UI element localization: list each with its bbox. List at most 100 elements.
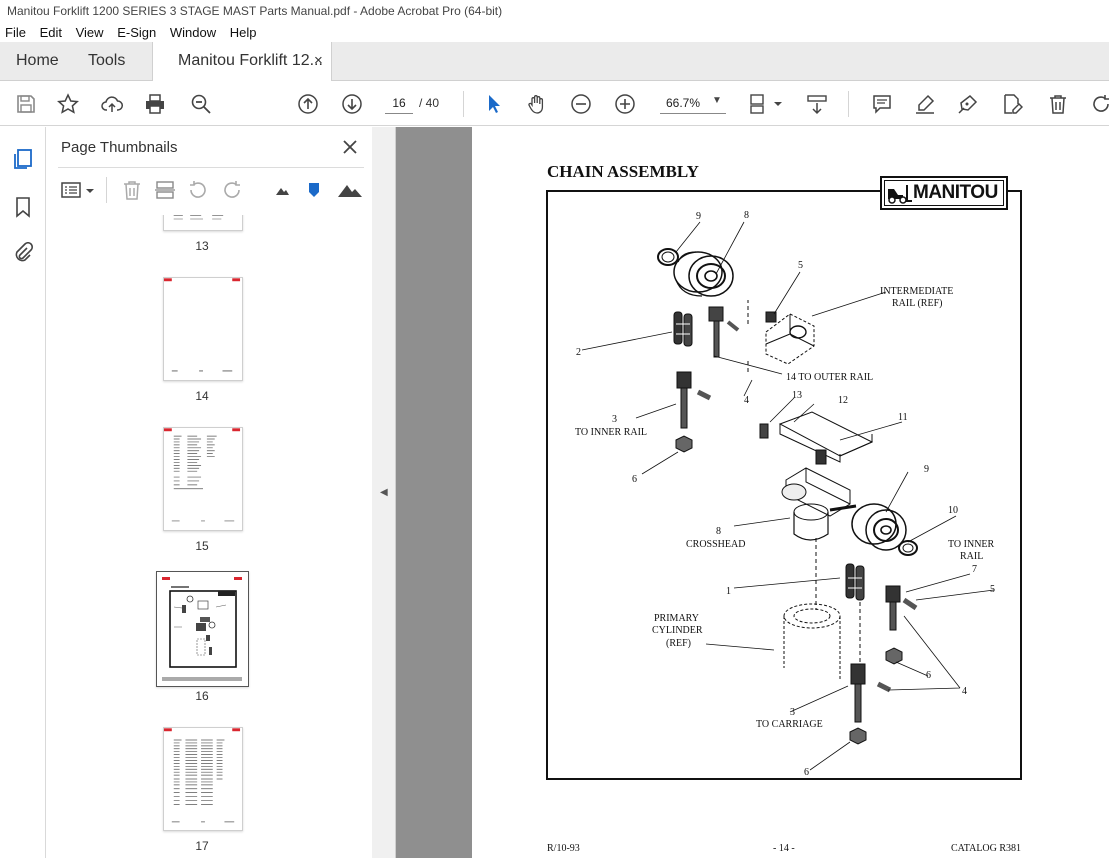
callout-3: 3 bbox=[612, 414, 617, 425]
highlight-pen-icon[interactable] bbox=[912, 91, 938, 117]
snap-ring-lower-part bbox=[898, 540, 918, 556]
rotate-icon[interactable] bbox=[1088, 91, 1109, 117]
logo-text: MANITOU bbox=[913, 182, 998, 203]
scroll-mode-icon[interactable] bbox=[804, 91, 830, 117]
thumbnail-size-small-icon[interactable] bbox=[270, 178, 294, 202]
label-intermediate: INTERMEDIATE bbox=[880, 286, 953, 297]
close-icon[interactable] bbox=[340, 137, 360, 157]
tab-bar: Home Tools Manitou Forklift 12... × bbox=[0, 42, 1109, 82]
callout-1: 1 bbox=[726, 586, 731, 597]
thumbnail-page-15[interactable] bbox=[163, 427, 243, 531]
callout-12: 12 bbox=[838, 395, 848, 406]
panel-collapse-handle[interactable]: ◀ bbox=[372, 127, 396, 858]
callout-11: 11 bbox=[898, 412, 908, 423]
forklift-logo-icon bbox=[888, 185, 912, 204]
menu-help[interactable]: Help bbox=[229, 25, 257, 40]
callout-7: 7 bbox=[972, 564, 977, 575]
thumbnail-size-large-icon[interactable] bbox=[336, 178, 364, 202]
print-icon[interactable] bbox=[142, 91, 168, 117]
toolbar: 16 / 40 66.7% ▼ bbox=[0, 81, 1109, 126]
delete-page-icon[interactable] bbox=[120, 178, 144, 202]
tools-divider bbox=[106, 177, 107, 203]
page-total: / 40 bbox=[419, 96, 440, 110]
rotate-right-icon[interactable] bbox=[220, 178, 244, 202]
chevron-down-icon: ▼ bbox=[712, 95, 722, 106]
select-cursor-icon[interactable] bbox=[481, 91, 507, 117]
tab-document[interactable]: Manitou Forklift 12... × bbox=[152, 42, 332, 82]
label-to-carriage: TO CARRIAGE bbox=[756, 719, 823, 730]
callout-5-lower: 5 bbox=[990, 584, 995, 595]
anchor-bolt-part bbox=[708, 306, 740, 358]
menu-window[interactable]: Window bbox=[169, 25, 217, 40]
manitou-logo: MANITOU bbox=[880, 176, 1008, 210]
zoom-search-icon[interactable] bbox=[188, 91, 214, 117]
zoom-level-select[interactable]: 66.7% ▼ bbox=[660, 92, 726, 114]
previous-page-icon[interactable] bbox=[295, 91, 321, 117]
callout-3-lower: 3 bbox=[790, 707, 795, 718]
rotate-left-icon[interactable] bbox=[186, 178, 210, 202]
thumbnail-label: 14 bbox=[195, 389, 209, 403]
thumbnail-label: 16 bbox=[195, 689, 209, 703]
toolbar-divider bbox=[463, 91, 464, 117]
footer-catalog: CATALOG R381 bbox=[951, 843, 1022, 854]
primary-cylinder-part bbox=[783, 603, 841, 680]
extract-pages-icon[interactable] bbox=[153, 178, 177, 202]
upload-cloud-icon[interactable] bbox=[99, 91, 125, 117]
label-cylinder: CYLINDER bbox=[652, 625, 703, 636]
footer-page-number: - 14 - bbox=[773, 843, 795, 854]
comment-icon[interactable] bbox=[869, 91, 895, 117]
footer-revision: R/10-93 bbox=[547, 843, 580, 854]
zoom-out-icon[interactable] bbox=[568, 91, 594, 117]
zoom-level-value: 66.7% bbox=[666, 96, 701, 110]
thumbnail-size-slider[interactable] bbox=[302, 178, 326, 202]
callout-6: 6 bbox=[632, 474, 637, 485]
label-crosshead: CROSSHEAD bbox=[686, 539, 745, 550]
chain-anchor-carriage-part bbox=[849, 663, 892, 745]
callout-4: 4 bbox=[744, 395, 749, 406]
tab-tools[interactable]: Tools bbox=[88, 52, 126, 69]
thumbnail-list: 13 14 15 16 17 bbox=[46, 215, 356, 858]
leader-lines bbox=[581, 221, 995, 771]
menu-edit[interactable]: Edit bbox=[39, 25, 62, 40]
delete-trash-icon[interactable] bbox=[1045, 91, 1071, 117]
collapse-arrow-icon[interactable]: ◀ bbox=[380, 487, 388, 498]
options-menu-icon[interactable] bbox=[60, 178, 98, 202]
save-icon[interactable] bbox=[13, 91, 39, 117]
bookmarks-icon[interactable] bbox=[11, 195, 35, 219]
hand-tool-icon[interactable] bbox=[524, 91, 550, 117]
callout-8-lower: 8 bbox=[716, 526, 721, 537]
menu-file[interactable]: File bbox=[5, 25, 26, 40]
callout-8: 8 bbox=[744, 210, 749, 221]
draw-sign-icon[interactable] bbox=[955, 91, 981, 117]
attachments-icon[interactable] bbox=[11, 241, 35, 265]
next-page-icon[interactable] bbox=[339, 91, 365, 117]
label-to-inner: TO INNER bbox=[948, 539, 995, 550]
chain-anchor-right-part bbox=[885, 585, 918, 665]
zoom-in-icon[interactable] bbox=[612, 91, 638, 117]
edit-pdf-icon[interactable] bbox=[999, 91, 1025, 117]
snap-ring-part bbox=[657, 248, 679, 266]
document-viewer[interactable]: CHAIN ASSEMBLY MANITOU bbox=[396, 127, 1109, 858]
menu-esign[interactable]: E-Sign bbox=[117, 25, 157, 40]
crosshead-part bbox=[781, 467, 857, 541]
left-navigation-rail bbox=[0, 127, 46, 858]
callout-6-bottom: 6 bbox=[804, 767, 809, 778]
label-primary: PRIMARY bbox=[654, 613, 699, 624]
callout-2: 2 bbox=[576, 347, 581, 358]
thumbnail-page-16-selected[interactable] bbox=[156, 571, 249, 687]
menu-view[interactable]: View bbox=[75, 25, 104, 40]
label-to-outer-rail: 14 TO OUTER RAIL bbox=[786, 372, 873, 383]
thumbnail-page-17[interactable] bbox=[163, 727, 243, 831]
callout-labels: 9 8 5 INTERMEDIATE RAIL (REF) 2 14 TO OU… bbox=[575, 210, 995, 778]
tab-home[interactable]: Home bbox=[16, 52, 59, 69]
label-rail-ref: RAIL (REF) bbox=[892, 298, 942, 309]
page-number-input[interactable]: 16 bbox=[385, 92, 413, 114]
chain-link-upper-part bbox=[673, 311, 693, 347]
thumbnail-page-13[interactable] bbox=[163, 215, 243, 231]
thumbnail-page-14[interactable] bbox=[163, 277, 243, 381]
page-display-icon[interactable] bbox=[748, 91, 786, 117]
tab-close-icon[interactable]: × bbox=[314, 52, 323, 69]
callout-9: 9 bbox=[696, 211, 701, 222]
page-thumbnails-icon[interactable] bbox=[11, 147, 35, 171]
bookmark-star-icon[interactable] bbox=[55, 91, 81, 117]
